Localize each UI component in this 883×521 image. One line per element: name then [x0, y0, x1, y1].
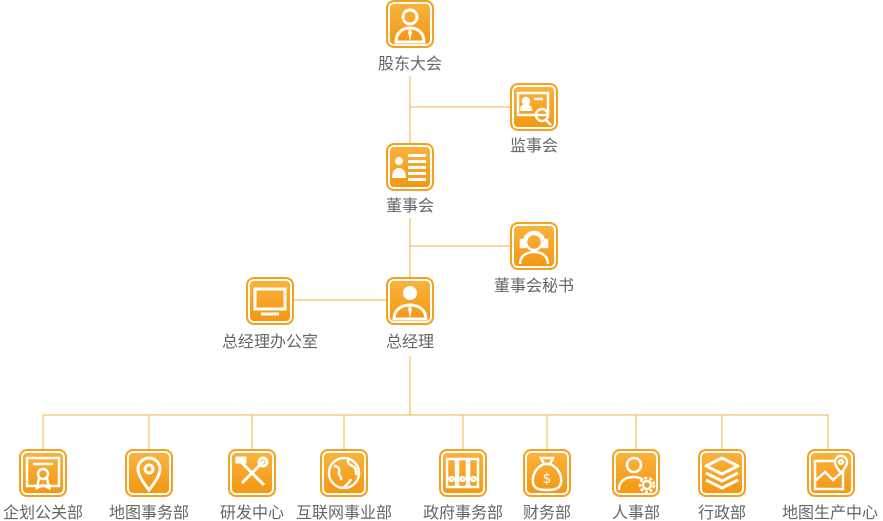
map-production-label: 地图生产中心	[781, 503, 878, 521]
admin-label: 行政部	[697, 503, 746, 521]
person-tie-icon	[386, 0, 434, 48]
location-pin-icon	[125, 449, 173, 497]
hr-label: 人事部	[611, 503, 660, 521]
shareholders-label: 股东大会	[377, 54, 442, 73]
monitor-icon	[246, 277, 294, 325]
tools-icon	[228, 449, 276, 497]
svg-text:$: $	[543, 471, 552, 487]
internet-label: 互联网事业部	[295, 503, 392, 521]
certificate-icon	[19, 449, 67, 497]
globe-icon	[320, 449, 368, 497]
map-icon	[807, 449, 855, 497]
person-gear-icon	[612, 449, 660, 497]
gm-office-label: 总经理办公室	[221, 332, 318, 351]
binders-icon	[439, 449, 487, 497]
government-label: 政府事务部	[422, 503, 503, 521]
layers-icon	[698, 449, 746, 497]
planning-pr-label: 企划公关部	[2, 503, 83, 521]
secretary-label: 董事会秘书	[493, 276, 574, 295]
money-bag-icon: $	[523, 449, 571, 497]
gm-label: 总经理	[385, 332, 434, 351]
finance-label: 财务部	[522, 503, 571, 521]
map-affairs-label: 地图事务部	[108, 503, 189, 521]
manager-icon	[386, 277, 434, 325]
supervisory-label: 监事会	[509, 136, 558, 155]
rd-center-label: 研发中心	[219, 503, 284, 521]
presentation-search-icon	[510, 83, 558, 131]
board-label: 董事会	[385, 196, 434, 215]
headset-person-icon	[510, 222, 558, 270]
id-card-icon	[386, 143, 434, 191]
